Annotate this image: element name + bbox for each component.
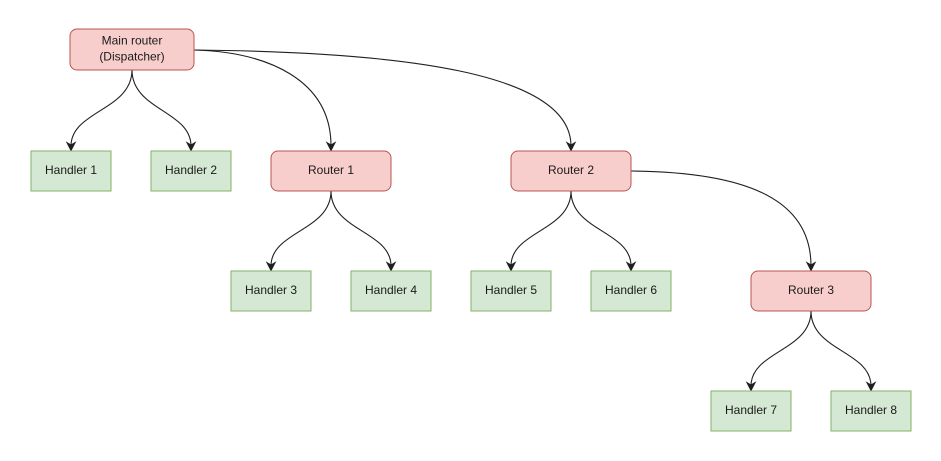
edge-router-2-to-handler-5 [510,190,572,267]
arrowhead-handler-3 [265,261,277,272]
node-handler-5[interactable]: Handler 5 [470,270,552,312]
node-label-line: Main router [102,34,163,48]
node-box-handler-3[interactable] [230,270,312,312]
node-router-2[interactable]: Router 2 [510,150,632,192]
edge-router-3-to-handler-7 [750,310,812,387]
arrowhead-handler-5 [505,261,517,272]
node-label-handler-8: Handler 8 [845,403,897,417]
node-handler-1[interactable]: Handler 1 [30,150,112,192]
node-label-line: Router 2 [548,163,594,177]
node-main-router[interactable]: Main router (Dispatcher) [69,28,195,71]
node-label-line: Router 3 [788,283,834,297]
node-box-handler-2[interactable] [150,150,232,192]
node-handler-7[interactable]: Handler 7 [710,390,792,432]
arrowhead-handler-4 [385,261,397,272]
node-label-line: Handler 1 [45,163,97,177]
arrowhead-router-3 [805,261,817,272]
node-label-line: Handler 5 [485,283,537,297]
node-box-handler-7[interactable] [710,390,792,432]
node-label-handler-7: Handler 7 [725,403,777,417]
node-label-line: Handler 2 [165,163,217,177]
nodes-layer: Main router (Dispatcher) Handler 1 Handler … [30,28,912,432]
node-label-handler-3: Handler 3 [245,283,297,297]
node-router-3[interactable]: Router 3 [750,270,872,312]
node-box-handler-8[interactable] [830,390,912,432]
edge-main-router-to-handler-2 [131,69,192,147]
node-handler-2[interactable]: Handler 2 [150,150,232,192]
edge-main-router-to-handler-1 [70,69,133,147]
node-label-line: Handler 6 [605,283,657,297]
node-box-handler-6[interactable] [590,270,672,312]
arrowhead-handler-6 [625,261,637,272]
node-router-1[interactable]: Router 1 [270,150,392,192]
node-box-handler-5[interactable] [470,270,552,312]
arrowhead-handler-7 [745,381,757,392]
node-label-handler-6: Handler 6 [605,283,657,297]
node-box-router-2[interactable] [510,150,632,192]
arrowhead-handler-1 [65,141,77,152]
node-label-line: Handler 3 [245,283,297,297]
node-handler-4[interactable]: Handler 4 [350,270,432,312]
node-box-main-router[interactable] [69,28,195,71]
node-label-line: Handler 7 [725,403,777,417]
node-handler-3[interactable]: Handler 3 [230,270,312,312]
node-label-handler-2: Handler 2 [165,163,217,177]
node-handler-8[interactable]: Handler 8 [830,390,912,432]
node-label-main-router: Main router (Dispatcher) [99,34,164,64]
node-label-router-2: Router 2 [548,163,594,177]
edge-router-2-to-handler-6 [570,190,632,267]
node-label-handler-1: Handler 1 [45,163,97,177]
node-label-handler-5: Handler 5 [485,283,537,297]
node-label-router-1: Router 1 [308,163,354,177]
node-label-line: (Dispatcher) [99,50,164,64]
node-label-line: Handler 4 [365,283,417,297]
node-label-line: Handler 8 [845,403,897,417]
node-box-router-1[interactable] [270,150,392,192]
arrowhead-router-2 [565,141,577,152]
node-box-handler-1[interactable] [30,150,112,192]
arrowhead-router-1 [325,141,337,152]
node-box-handler-4[interactable] [350,270,432,312]
edges-layer [65,49,877,392]
node-handler-6[interactable]: Handler 6 [590,270,672,312]
edge-router-2-to-router-3 [630,170,812,267]
edge-router-3-to-handler-8 [810,310,872,387]
node-label-router-3: Router 3 [788,283,834,297]
edge-main-router-to-router-1 [193,49,332,147]
edge-main-router-to-router-2 [193,49,572,147]
node-label-line: Router 1 [308,163,354,177]
node-label-handler-4: Handler 4 [365,283,417,297]
node-box-router-3[interactable] [750,270,872,312]
edge-router-1-to-handler-4 [330,190,392,267]
arrowhead-handler-8 [865,381,877,392]
arrowhead-handler-2 [185,141,197,152]
edge-router-1-to-handler-3 [270,190,332,267]
